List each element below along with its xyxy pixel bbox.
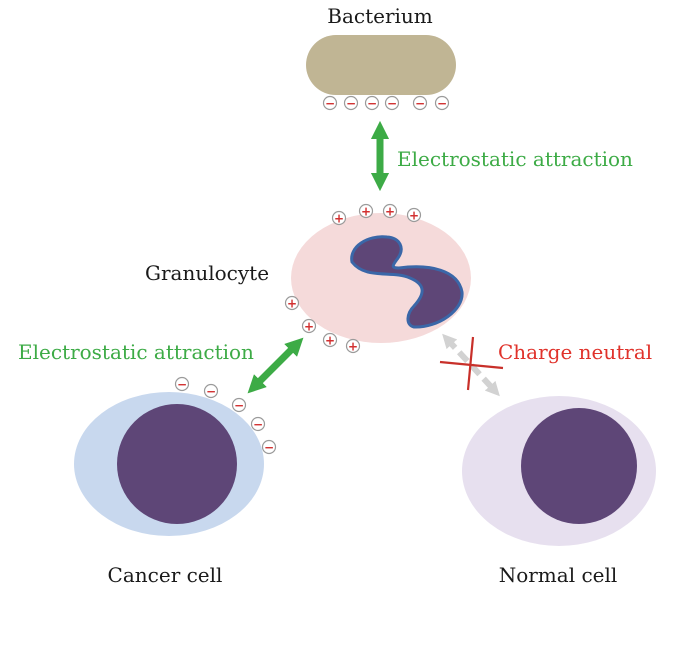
negative-charge-badge: − <box>174 376 190 392</box>
granulocyte-nucleus <box>350 235 464 329</box>
positive-charge-sign: + <box>334 211 344 225</box>
negative-charge-circle <box>174 376 190 392</box>
negative-charge-circle <box>250 416 266 432</box>
positive-charge-sign: + <box>287 296 297 310</box>
bacterium-negative-charges: −−−−−− <box>322 95 450 111</box>
cancer-cell-label: Cancer cell <box>108 563 223 587</box>
negative-charge-badge: − <box>364 95 380 111</box>
positive-charge-circle <box>331 210 347 226</box>
negative-charge-circle <box>412 95 428 111</box>
negative-charge-sign: − <box>177 377 187 391</box>
neutral-arrow <box>442 333 500 397</box>
negative-charge-badge: − <box>261 439 277 455</box>
negative-charge-circle <box>322 95 338 111</box>
negative-charge-circle <box>434 95 450 111</box>
negative-charge-sign: − <box>325 96 335 110</box>
positive-charge-badge: + <box>345 338 361 354</box>
negative-charge-sign: − <box>264 440 274 454</box>
negative-charge-badge: − <box>412 95 428 111</box>
attraction-label-top: Electrostatic attraction <box>397 147 633 171</box>
granulocyte-label: Granulocyte <box>145 261 269 285</box>
negative-charge-badge: − <box>343 95 359 111</box>
positive-charge-sign: + <box>361 204 371 218</box>
positive-charge-badge: + <box>284 295 300 311</box>
negative-charge-circle <box>203 383 219 399</box>
positive-charge-badge: + <box>382 203 398 219</box>
negative-charge-badge: − <box>434 95 450 111</box>
granulocyte-positive-charges: + + + + + + + + <box>284 203 422 354</box>
positive-charge-circle <box>406 207 422 223</box>
cross-stroke-2 <box>466 336 475 391</box>
normal-cell-label: Normal cell <box>499 563 618 587</box>
positive-charge-sign: + <box>325 333 335 347</box>
attraction-arrow-left <box>247 337 304 394</box>
negative-charge-sign: − <box>234 398 244 412</box>
attraction-label-left: Electrostatic attraction <box>18 340 254 364</box>
negative-charge-sign: − <box>367 96 377 110</box>
positive-charge-circle <box>301 318 317 334</box>
positive-charge-circle <box>284 295 300 311</box>
normal-cell-nucleus <box>521 408 637 524</box>
positive-charge-sign: + <box>304 319 314 333</box>
positive-charge-circle <box>345 338 361 354</box>
bacterium-body <box>306 35 456 95</box>
positive-charge-circle <box>322 332 338 348</box>
positive-charge-sign: + <box>409 208 419 222</box>
bacterium-label: Bacterium <box>327 4 433 28</box>
negative-charge-sign: − <box>387 96 397 110</box>
cancer-cell-negative-charges: −−−−− <box>174 376 277 455</box>
negative-charge-badge: − <box>322 95 338 111</box>
positive-charge-badge: + <box>322 332 338 348</box>
positive-charge-badge: + <box>358 203 374 219</box>
negative-charge-badge: − <box>384 95 400 111</box>
negative-charge-sign: − <box>253 417 263 431</box>
negative-charge-circle <box>384 95 400 111</box>
negative-charge-sign: − <box>437 96 447 110</box>
negative-charge-circle <box>343 95 359 111</box>
positive-charge-badge: + <box>406 207 422 223</box>
negative-charge-badge: − <box>250 416 266 432</box>
negative-charge-sign: − <box>206 384 216 398</box>
positive-charge-circle <box>358 203 374 219</box>
positive-charge-circle <box>382 203 398 219</box>
negative-charge-circle <box>261 439 277 455</box>
positive-charge-sign: + <box>385 204 395 218</box>
negative-charge-sign: − <box>415 96 425 110</box>
positive-charge-badge: + <box>301 318 317 334</box>
positive-charge-sign: + <box>348 339 358 353</box>
negative-charge-circle <box>364 95 380 111</box>
negative-charge-circle <box>231 397 247 413</box>
cross-stroke-1 <box>439 360 504 370</box>
negative-charge-badge: − <box>203 383 219 399</box>
cancer-cell-nucleus <box>117 404 237 524</box>
negative-charge-badge: − <box>231 397 247 413</box>
positive-charge-badge: + <box>331 210 347 226</box>
negative-charge-sign: − <box>346 96 356 110</box>
charge-neutral-label: Charge neutral <box>498 340 652 364</box>
